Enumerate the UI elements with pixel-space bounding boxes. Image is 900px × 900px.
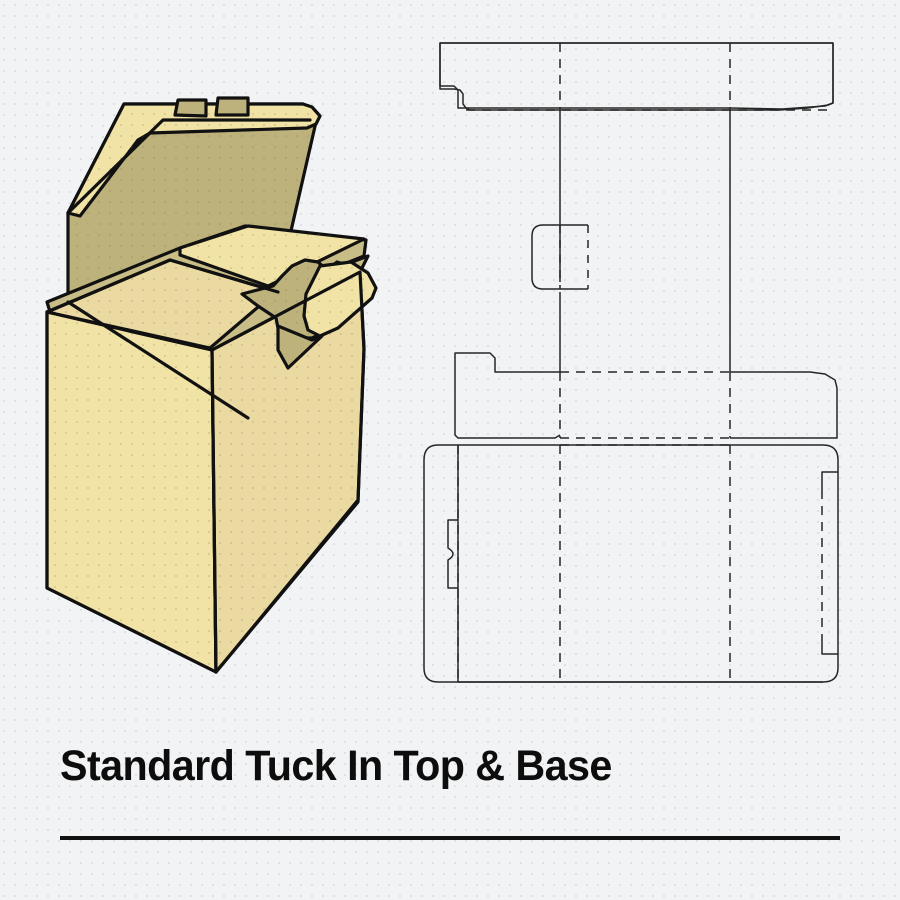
glue-flap-lock-cutout <box>447 519 458 589</box>
carton-dust-flap <box>302 260 378 338</box>
carton-tuck-shadow <box>276 324 324 370</box>
panel-glue-flap <box>423 444 458 683</box>
carton-3d-illustration <box>45 96 378 674</box>
lid-lock-tabs <box>173 96 250 118</box>
body-right-lock-notch-bottom <box>821 634 838 655</box>
caption-block: Standard Tuck In Top & Base <box>0 730 900 900</box>
top-flap-outline <box>439 42 834 111</box>
panel-body-outline <box>457 444 839 683</box>
carton-outline <box>45 118 366 674</box>
carton-inner-flap <box>178 224 366 288</box>
panel-top-tuck-flap <box>439 42 834 110</box>
title-underline-rule <box>60 836 840 840</box>
body-right-lock-notch-top <box>821 471 838 490</box>
panel-top-dust-flap-left <box>454 352 561 439</box>
carton-dieline-illustration <box>423 42 839 683</box>
carton-front-face <box>45 310 218 674</box>
panel-top-dust-flap-right <box>730 371 838 439</box>
panel-tuck-lock-tab <box>531 224 588 290</box>
page-title: Standard Tuck In Top & Base <box>60 742 612 790</box>
